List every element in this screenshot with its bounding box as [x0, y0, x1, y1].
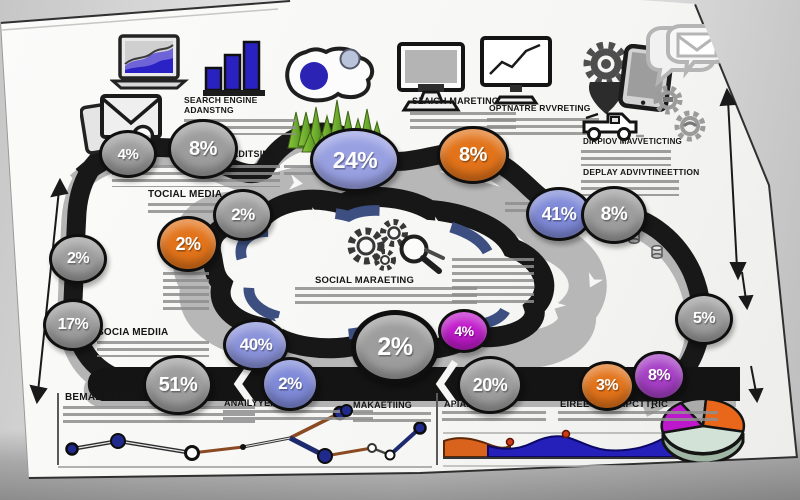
text-lines	[163, 272, 209, 312]
text-lines	[97, 341, 209, 357]
percent-badge: 51%	[143, 355, 213, 415]
small-gears-icon	[648, 84, 708, 142]
text-lines	[581, 150, 671, 166]
percent-badge: 24%	[310, 128, 400, 192]
percent-badge: 4%	[438, 309, 490, 353]
label-optnatre: OPTNATRE RVVRETING	[489, 103, 591, 113]
percent-badge: 4%	[99, 130, 157, 178]
truck-icon	[578, 106, 644, 144]
bar-chart-icon	[202, 38, 268, 98]
section-divider	[57, 393, 59, 465]
banner-ribbon	[87, 367, 741, 401]
gears-magnifier-icon	[347, 219, 445, 274]
percent-badge: 2%	[351, 310, 439, 384]
label-email-media: BEMAL MEDIA	[65, 392, 138, 403]
pie-chart-icon	[660, 397, 746, 465]
label-display-advertising: DEPLAY ADVIVTINEETTION	[583, 167, 700, 177]
percent-badge: 20%	[457, 356, 523, 414]
measure-arrows	[29, 87, 764, 405]
label-szaich-marketing: SZAICH MARETING	[412, 96, 499, 106]
text-lines	[63, 406, 255, 423]
label-analyzing: ANAILYYEHING	[224, 398, 294, 408]
percent-badge: 2%	[261, 357, 319, 411]
label-search-engine: SEARCH ENGINE ADANSTNG	[184, 95, 258, 116]
text-lines	[353, 412, 431, 423]
percent-badge: 3%	[579, 361, 635, 411]
percent-badge: 8%	[581, 186, 647, 244]
percent-badge: 5%	[675, 293, 733, 345]
bullet-icon	[340, 404, 353, 417]
loop-inner-segments	[235, 205, 520, 342]
text-lines	[452, 258, 534, 306]
laptop-chart-icon	[109, 34, 190, 104]
text-lines	[295, 287, 477, 307]
text-lines	[487, 118, 599, 136]
label-social-marketing: SOCIAL MARAETING	[315, 275, 415, 286]
percent-badge: 2%	[157, 216, 219, 272]
percent-badge: 8%	[168, 119, 238, 179]
label-direct-traffic: EIREECT TRAPCTTRIC	[560, 399, 669, 410]
text-lines	[223, 410, 373, 421]
percent-badge: 2%	[213, 189, 273, 241]
location-bubble-icon	[278, 44, 380, 122]
percent-badge: 8%	[632, 351, 686, 401]
desktop-monitor-icon	[396, 42, 466, 118]
percent-badge: 2%	[49, 234, 107, 284]
label-social-media: SOCIA MEDIIA	[97, 327, 169, 338]
percent-badge: 17%	[43, 299, 103, 351]
text-lines	[148, 203, 234, 215]
label-marketing: MAKAETIING	[353, 400, 412, 410]
percent-badge: 8%	[437, 126, 509, 184]
section-divider	[436, 393, 438, 465]
monitor-line-chart-icon	[480, 36, 552, 110]
label-direct-marketing: DIRPIOV MAVVETICTING	[583, 137, 682, 146]
label-tocial-media: TOCIAL MEDIA	[148, 189, 223, 200]
text-lines	[558, 411, 718, 423]
text-lines	[442, 411, 546, 423]
